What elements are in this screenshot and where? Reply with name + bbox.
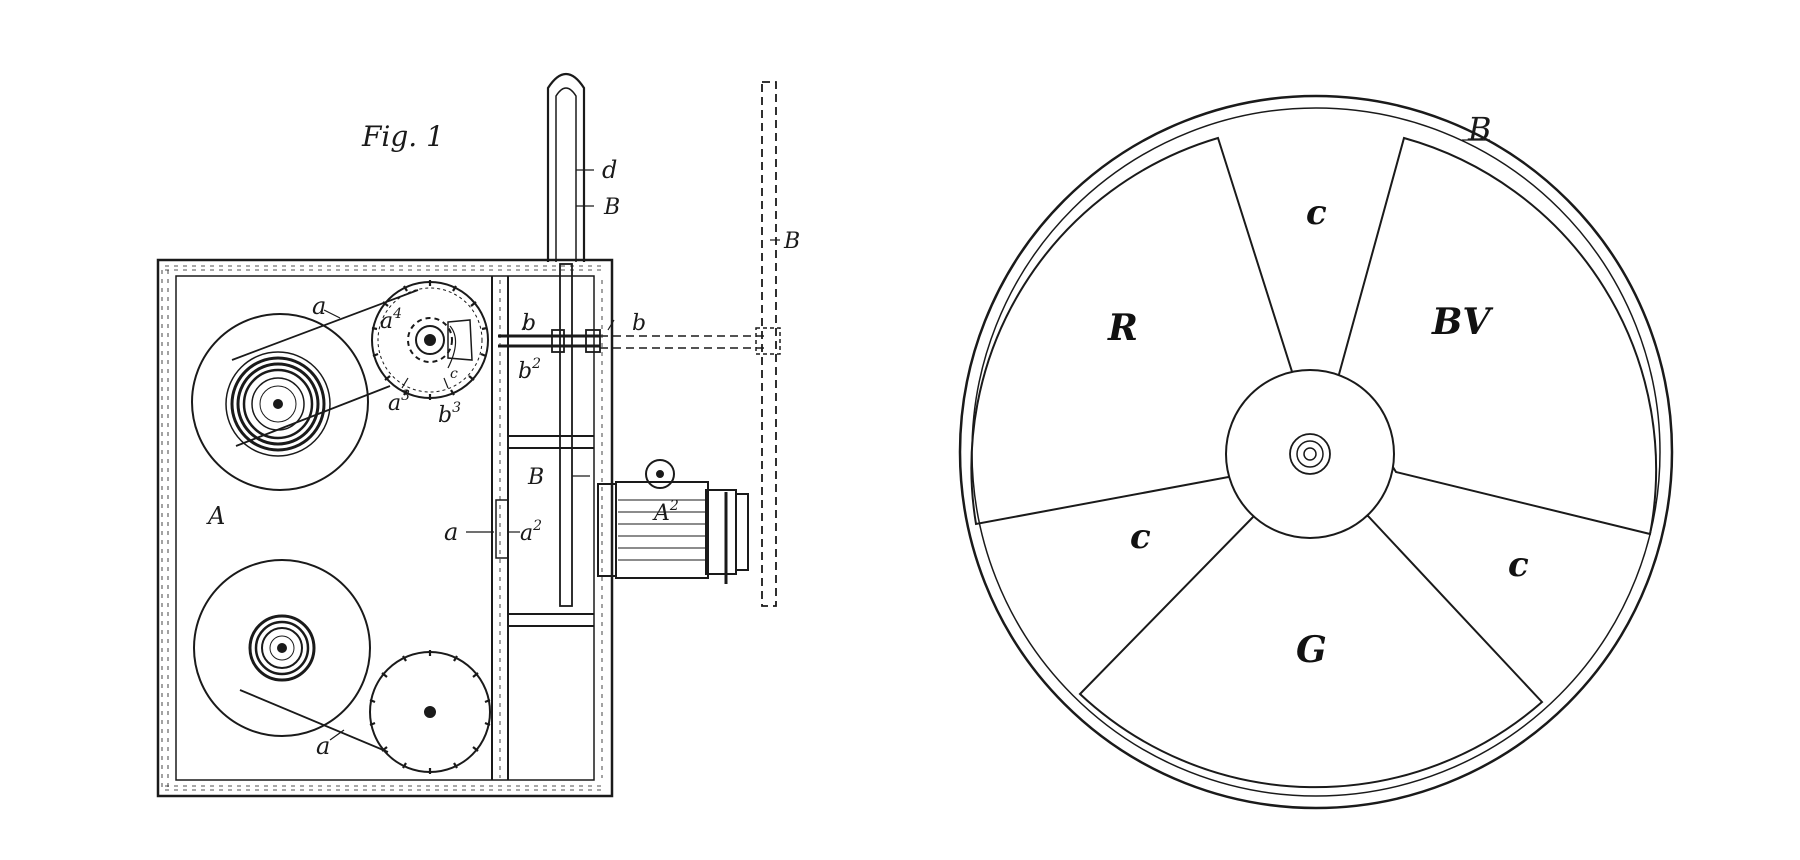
label-B-mid: B [527, 465, 544, 490]
label-a3: a3 [388, 388, 410, 416]
film-path [231, 289, 419, 753]
segment-label-c-top: c [1306, 193, 1327, 233]
label-B-right: B [783, 229, 800, 254]
label-a-mid: a [444, 518, 458, 546]
upper-spool [191, 313, 369, 491]
label-a4: a4 [380, 306, 402, 334]
label-b-left: b [522, 311, 536, 336]
figure-1: Fig. 1 [156, 72, 800, 798]
camera-box [156, 258, 614, 798]
label-a-top: a [312, 292, 326, 320]
disc-outer-rim [958, 94, 1674, 810]
label-B-top: B [603, 195, 620, 220]
segment-label-c-right: c [1508, 545, 1529, 585]
segment-BV [1336, 136, 1658, 536]
aperture-gate [495, 499, 509, 559]
segment-label-c-left: c [1130, 517, 1151, 557]
upper-sprocket [371, 280, 489, 400]
segment-label-R: R [1107, 307, 1138, 349]
label-a2: a2 [520, 518, 542, 546]
colour-wheel-edge [761, 81, 777, 607]
figure-1-labels: d B B B a a4 b b b2 a3 b3 c A A2 a a2 a [206, 156, 800, 760]
leader-lines [323, 169, 780, 741]
label-A2: A2 [652, 498, 679, 526]
disc-label-B: B [1467, 110, 1492, 148]
segment-label-BV: BV [1431, 301, 1493, 343]
figure-1-title: Fig. 1 [361, 120, 444, 153]
segment-label-G: G [1296, 629, 1327, 671]
disc-hub [1225, 369, 1395, 539]
drive-shaft [498, 327, 781, 355]
lower-spool [193, 559, 371, 737]
label-b2: b2 [518, 356, 541, 384]
lens [597, 459, 749, 584]
label-a-bottom: a [316, 732, 330, 760]
shutter-bar [546, 72, 586, 607]
label-b-right: b [632, 311, 646, 336]
lower-sprocket [369, 650, 491, 774]
segment-R [970, 136, 1296, 526]
label-b3: b3 [438, 400, 461, 428]
colour-disc: B R BV G c c c [958, 94, 1674, 810]
segment-G [1078, 515, 1544, 789]
label-c-small: c [450, 366, 458, 382]
label-d: d [602, 156, 617, 184]
label-A: A [206, 502, 225, 530]
